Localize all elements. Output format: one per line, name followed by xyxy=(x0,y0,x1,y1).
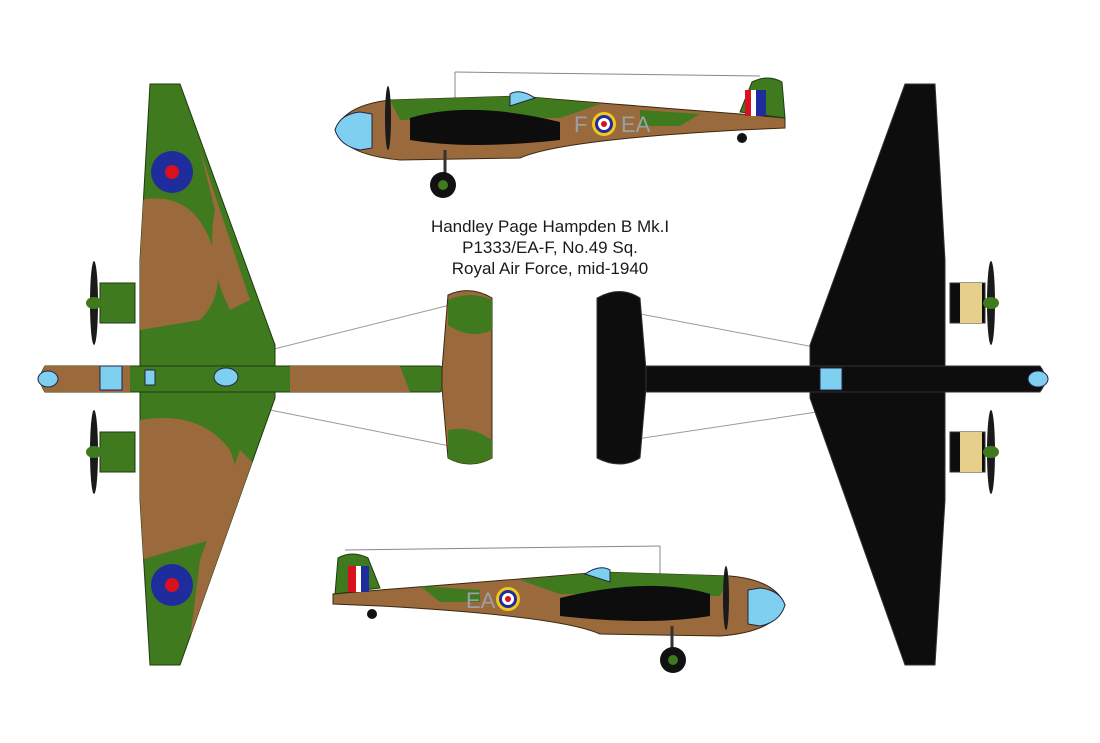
bottom-view xyxy=(596,83,1049,666)
top-roundel-upper xyxy=(151,151,193,193)
side-upper-code-squadron: EA xyxy=(621,112,651,137)
bottom-tailplane xyxy=(596,291,647,465)
side-upper-code-letter: F xyxy=(574,112,587,137)
caption-aircraft-type: Handley Page Hampden B Mk.I xyxy=(430,217,670,236)
top-view xyxy=(37,83,493,666)
top-roundel-lower xyxy=(151,564,193,606)
aircraft-caption: Handley Page Hampden B Mk.I P1333/EA-F, … xyxy=(380,216,720,279)
side-view-upper xyxy=(334,71,786,198)
side-view-lower xyxy=(332,545,786,673)
caption-air-force-date: Royal Air Force, mid-1940 xyxy=(451,259,649,278)
caption-serial-unit: P1333/EA-F, No.49 Sq. xyxy=(462,238,638,257)
side-lower-code-squadron: EA xyxy=(466,588,496,613)
